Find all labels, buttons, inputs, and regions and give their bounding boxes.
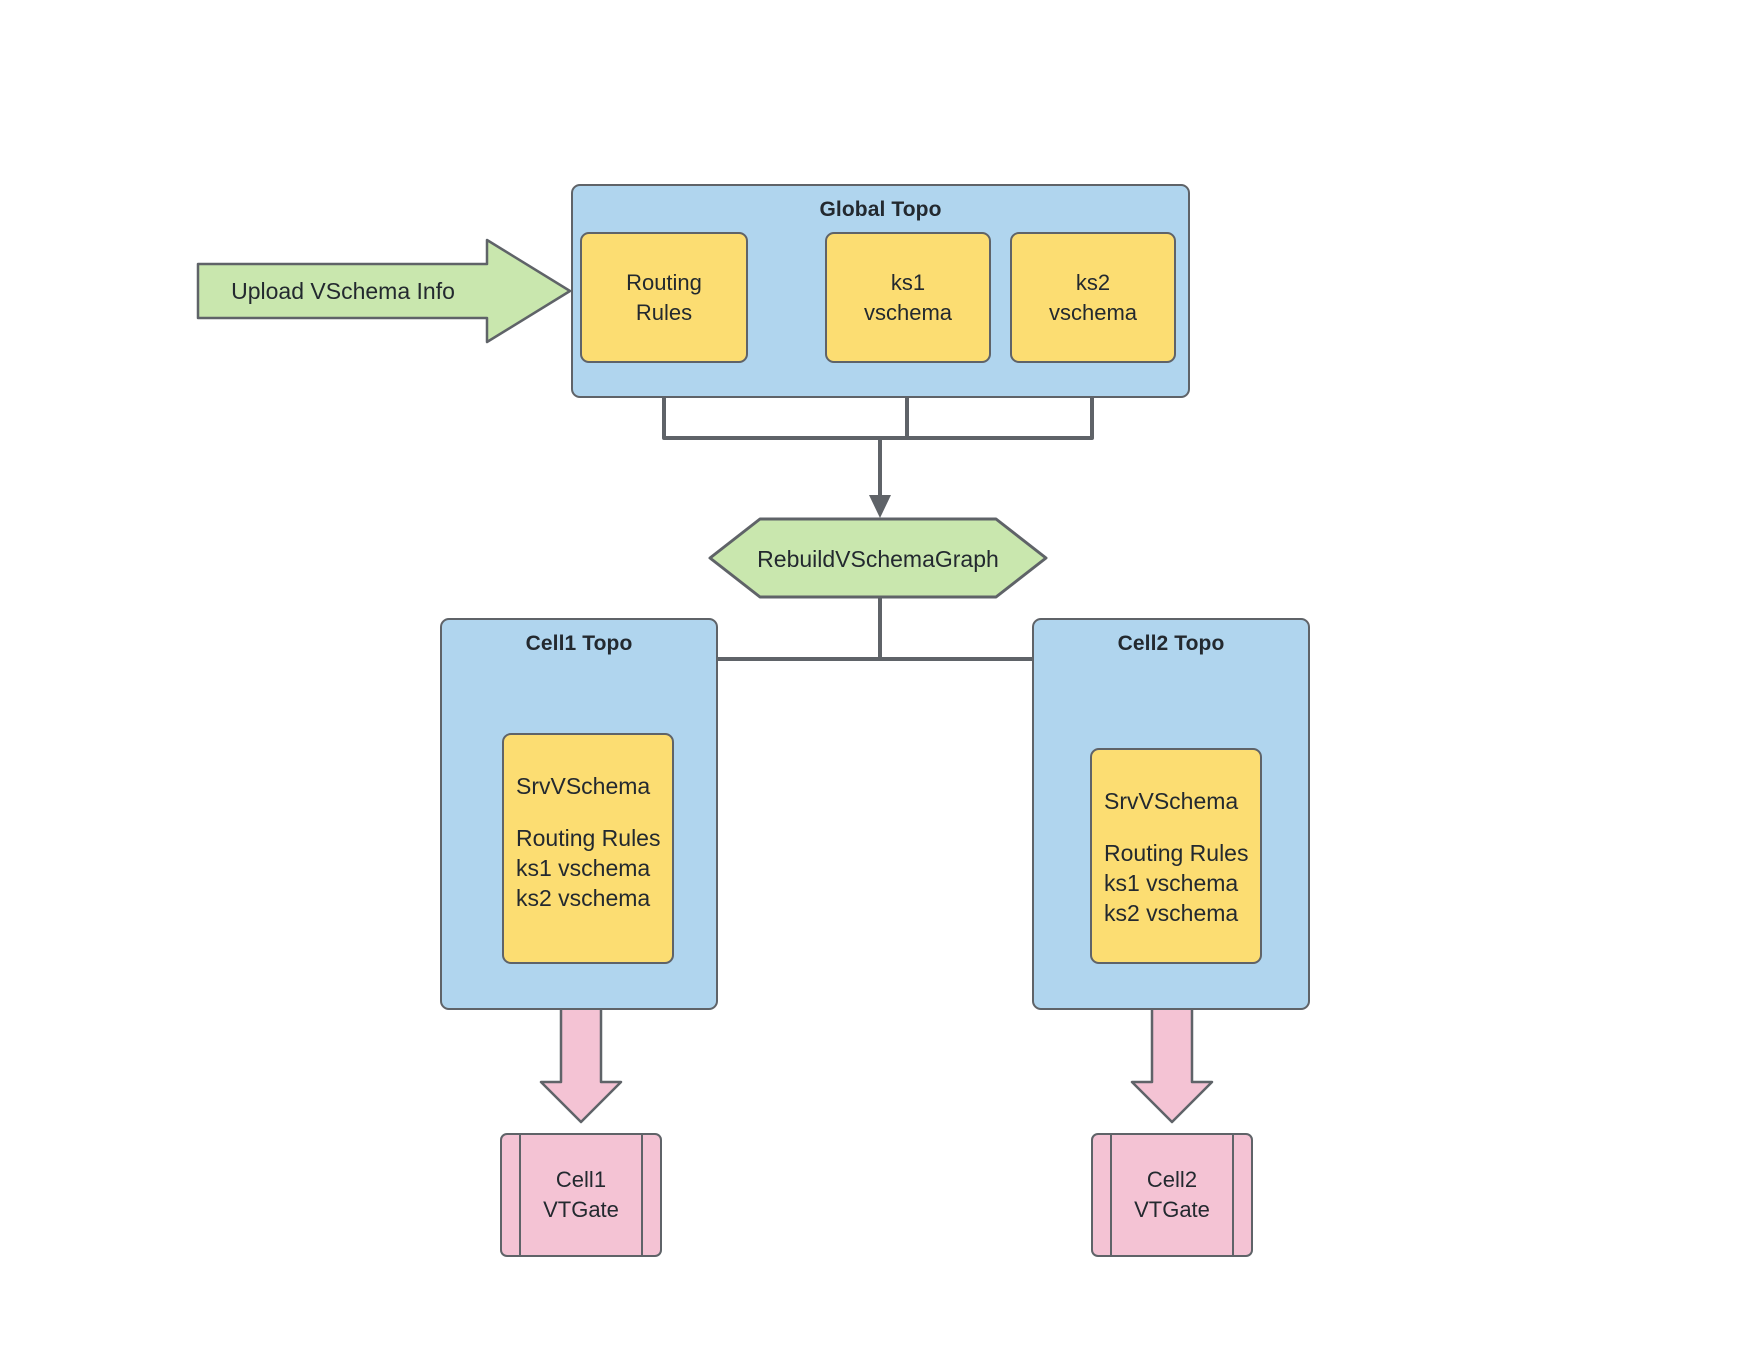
cell2-srvvschema-heading: SrvVSchema [1104, 788, 1239, 814]
node-ks1-vschema[interactable]: ks1 vschema [825, 232, 991, 363]
cell1-vtgate-line2: VTGate [543, 1197, 619, 1222]
upload-vschema-banner-shape [196, 238, 572, 344]
cell1-vtgate-line1: Cell1 [555, 1167, 607, 1192]
node-ks2-line2: vschema [1048, 299, 1138, 325]
cell1-vtgate[interactable]: Cell1 VTGate [500, 1133, 662, 1257]
cell1-vtgate-left-rail [519, 1135, 521, 1255]
node-ks2-line1: ks2 [1075, 269, 1111, 295]
rebuild-vschema-graph-label: RebuildVSchemaGraph [757, 546, 999, 572]
cell2-srvvschema-node[interactable]: SrvVSchema Routing Rules ks1 vschema ks2… [1090, 748, 1262, 964]
cell2-vtgate[interactable]: Cell2 VTGate [1091, 1133, 1253, 1257]
cell2-vtgate-line2: VTGate [1134, 1197, 1210, 1222]
cell2-srvvschema-spacer [1104, 816, 1260, 838]
cell2-topo-title: Cell2 Topo [1117, 632, 1225, 655]
cell2-vtgate-right-rail [1232, 1135, 1234, 1255]
cell2-vtgate-left-rail [1110, 1135, 1112, 1255]
cell1-srvvschema-heading: SrvVSchema [516, 773, 651, 799]
cell1-vtgate-right-rail [641, 1135, 643, 1255]
arrowhead-to-process [869, 495, 891, 518]
node-ks2-vschema[interactable]: ks2 vschema [1010, 232, 1176, 363]
cell1-topo-title: Cell1 Topo [525, 632, 633, 655]
node-ks1-line1: ks1 [890, 269, 926, 295]
cell2-vtgate-line1: Cell2 [1146, 1167, 1198, 1192]
cell2-srvvschema-item-0: Routing Rules [1104, 840, 1249, 866]
cell1-srvvschema-item-1: ks1 vschema [516, 855, 651, 881]
cell1-srvvschema-node[interactable]: SrvVSchema Routing Rules ks1 vschema ks2… [502, 733, 674, 964]
global-topo-title: Global Topo [819, 198, 942, 221]
upload-vschema-banner-label: Upload VSchema Info [231, 278, 455, 304]
cell1-srvvschema-item-0: Routing Rules [516, 825, 661, 851]
cell1-srvvschema-item-2: ks2 vschema [516, 885, 651, 911]
node-routing-rules-line1: Routing [626, 269, 702, 295]
cell1-srvvschema-spacer [516, 801, 672, 823]
cell2-srvvschema-item-2: ks2 vschema [1104, 900, 1239, 926]
node-routing-rules[interactable]: Routing Rules [580, 232, 748, 363]
rebuild-vschema-graph-shape [708, 517, 1048, 599]
node-ks1-line2: vschema [863, 299, 953, 325]
node-routing-rules-line2: Rules [635, 299, 693, 325]
cell2-srvvschema-item-1: ks1 vschema [1104, 870, 1239, 896]
